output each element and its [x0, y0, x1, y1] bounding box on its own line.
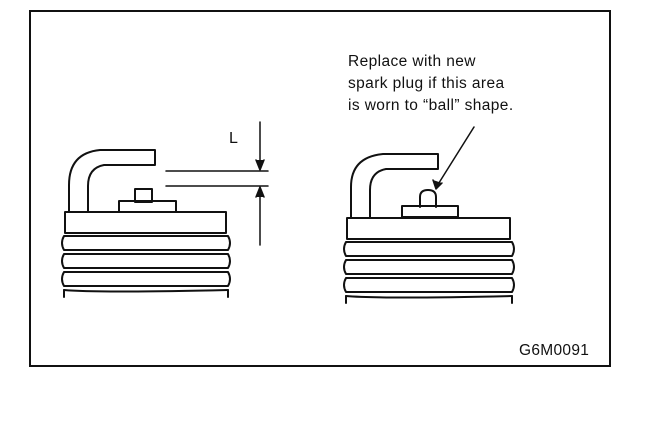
right-ground-electrode	[350, 153, 439, 219]
note-line-1: Replace with new	[348, 53, 476, 70]
right-threads	[343, 241, 515, 304]
left-threads	[61, 235, 231, 298]
left-ground-electrode	[68, 149, 156, 213]
gap-label: L	[229, 130, 238, 147]
right-ball-electrode	[419, 189, 437, 208]
replacement-note: Replace with new spark plug if this area…	[348, 51, 514, 117]
right-spark-plug	[343, 153, 515, 304]
note-line-2: spark plug if this area	[348, 75, 505, 92]
leader-arrow	[432, 126, 475, 190]
figure-code: G6M0091	[519, 342, 590, 359]
note-line-3: is worn to “ball” shape.	[348, 97, 514, 114]
figure-frame	[29, 10, 611, 367]
left-spark-plug	[61, 149, 231, 298]
right-shell-top	[346, 217, 511, 240]
gap-dimension	[165, 121, 269, 246]
right-insulator-plate	[401, 205, 459, 218]
left-shell-top	[64, 211, 227, 234]
